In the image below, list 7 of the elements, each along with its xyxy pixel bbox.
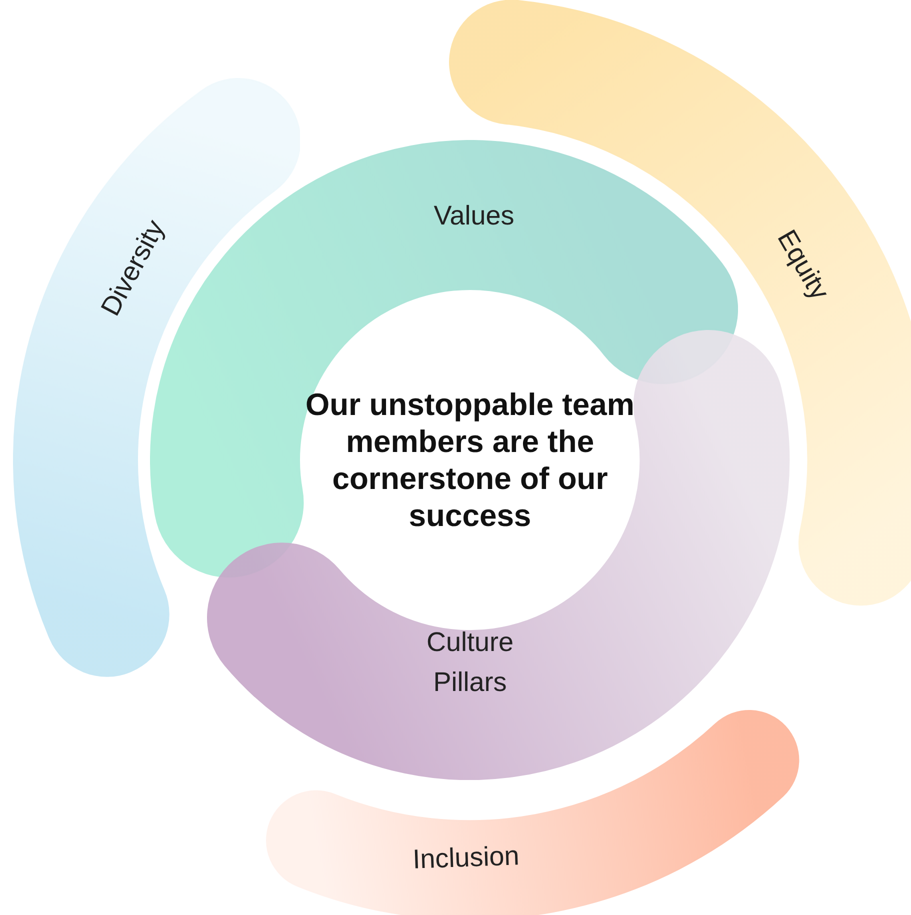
band-label: Values bbox=[434, 200, 514, 232]
band-label: Culture Pillars bbox=[425, 626, 514, 699]
arc-band bbox=[266, 710, 800, 915]
arc-band bbox=[12, 78, 300, 677]
arc-band bbox=[207, 330, 790, 780]
band-label: Inclusion bbox=[412, 840, 520, 876]
center-statement: Our unstoppable team members are the cornerstone of our success bbox=[305, 386, 635, 534]
